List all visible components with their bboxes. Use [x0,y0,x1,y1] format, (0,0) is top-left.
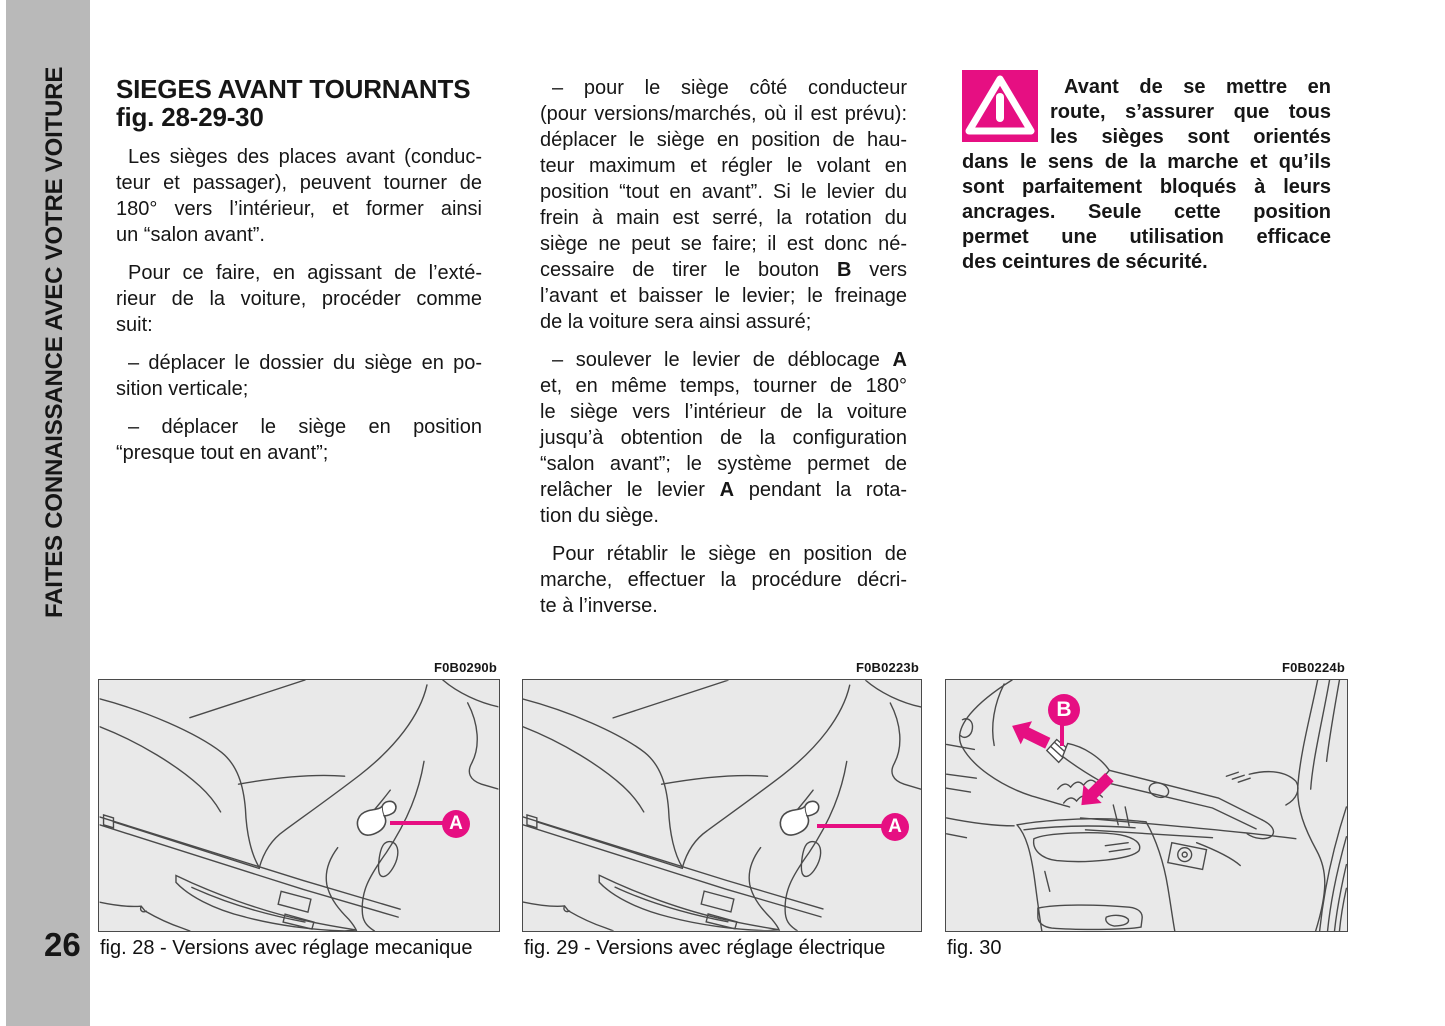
callout-letter: B [1056,698,1072,721]
handbrake-illustration [946,680,1347,931]
column-2-paras: – pour le siège côté conducteur (pour ver… [540,75,907,619]
warning-line: route, s’assurer que tous [1050,101,1331,123]
paragraph: Pour ce faire, en agissant de l’exté-rie… [116,260,482,338]
text-line: siège ne peut se faire; il est donc né- [540,233,907,255]
callout-letter: A [449,813,463,834]
warning-line: les sièges sont orientés [1050,126,1331,148]
text-line: Les sièges des places avant (conduc- [128,146,482,168]
text-line: jusqu’à obtention de la configuration [540,427,907,449]
callout-a-badge: A [442,810,470,838]
text-line: un “salon avant”. [116,224,265,246]
section-title: SIEGES AVANT TOURNANTS fig. 28-29-30 [116,75,482,131]
section-title-line2: fig. 28-29-30 [116,102,264,132]
seat-mechanical-illustration [99,680,499,931]
text-line: position “tout en avant”. Si le levier d… [540,181,907,203]
column-2: – pour le siège côté conducteur (pour ver… [540,75,907,619]
warning-triangle-icon [962,70,1038,142]
paragraph: – pour le siège côté conducteur (pour ver… [540,75,907,335]
warning-line: ancrages. Seule cette position [962,201,1331,223]
chapter-sidebar [6,0,90,1026]
text-line: teur maximum et régler le volant en [540,155,907,177]
text-line: – déplacer le dossier du siège en po- [128,352,482,374]
paragraph: – déplacer le siège en position “presque … [116,414,482,466]
warning-text: Avant de se mettre en route, s’assurer qu… [962,75,1331,275]
figure-29-code: F0B0223b [855,660,919,675]
text-line: te à l’inverse. [540,595,658,617]
text-line: 180° vers l’intérieur, et former ainsi [116,198,482,220]
section-title-line1: SIEGES AVANT TOURNANTS [116,74,471,104]
warning-line: sont parfaitement bloqués à leurs [962,176,1331,198]
text-line: frein à main est serré, la rotation du [540,207,907,229]
figure-29-caption: fig. 29 - Versions avec réglage électriq… [524,937,886,959]
callout-a-badge: A [881,813,909,841]
column-1: SIEGES AVANT TOURNANTS fig. 28-29-30 Les… [116,75,482,466]
text-line: Pour rétablir le siège en position de [552,543,907,565]
text-line: l’avant et baisser le levier; le freinag… [540,285,907,307]
text-line: le siège vers l’intérieur de la voiture [540,401,907,423]
paragraph: Les sièges des places avant (conduc-teur… [116,144,482,248]
text-line: relâcher le levier A pendant la rota- [540,479,907,501]
figure-30-code: F0B0224b [1281,660,1345,675]
text-line: marche, effectuer la procédure décri- [540,569,907,591]
text-line: de la voiture sera ainsi assuré; [540,311,812,333]
figure-28-code: F0B0290b [433,660,497,675]
paragraph: Pour rétablir le siège en position de mar… [540,541,907,619]
figure-30-illustration: B [945,679,1348,932]
text-line: teur et passager), peuvent tourner de [116,172,482,194]
text-line: rieur de la voiture, procéder comme [116,288,482,310]
text-line: (pour versions/marchés, où il est prévu)… [540,103,907,125]
text-line: Pour ce faire, en agissant de l’exté- [128,262,482,284]
figure-30-caption: fig. 30 [947,937,1002,959]
warning-note: Avant de se mettre en route, s’assurer qu… [962,70,1331,275]
text-line: tion du siège. [540,505,659,527]
callout-line [390,821,444,825]
text-line: et, en même temps, tourner de 180° [540,375,907,397]
figure-28-caption: fig. 28 - Versions avec réglage mecaniqu… [100,937,473,959]
column-1-paras: Les sièges des places avant (conduc-teur… [116,144,482,466]
text-line: – soulever le levier de déblocage A [552,349,907,371]
callout-letter: A [888,816,902,837]
text-line: sition verticale; [116,378,249,400]
text-line: “salon avant”; le système permet de [540,453,907,475]
paragraph: – soulever le levier de déblocage A et, e… [540,347,907,529]
warning-line: Avant de se mettre en [1064,76,1331,98]
text-line: – déplacer le siège en position [128,416,482,438]
text-line: suit: [116,314,153,336]
figure-28-illustration: A [98,679,500,932]
callout-b-badge: B [1048,694,1080,726]
callout-stem [1060,724,1064,746]
warning-line: permet une utilisation efficace [962,226,1331,248]
warning-line: dans le sens de la marche et qu’ils [962,151,1331,173]
warning-line: des ceintures de sécurité. [962,251,1208,273]
text-line: – pour le siège côté conducteur [552,77,907,99]
seat-electric-illustration [523,680,921,931]
text-line: cessaire de tirer le bouton B vers [540,259,907,281]
text-line: déplacer le siège en position de hau- [540,129,907,151]
chapter-title-vertical: FAITES CONNAISSANCE AVEC VOTRE VOITURE [41,66,68,618]
callout-line [817,824,883,828]
paragraph: – déplacer le dossier du siège en po-sit… [116,350,482,402]
figure-29-illustration: A [522,679,922,932]
page-number: 26 [44,926,81,963]
text-line: “presque tout en avant”; [116,442,329,464]
